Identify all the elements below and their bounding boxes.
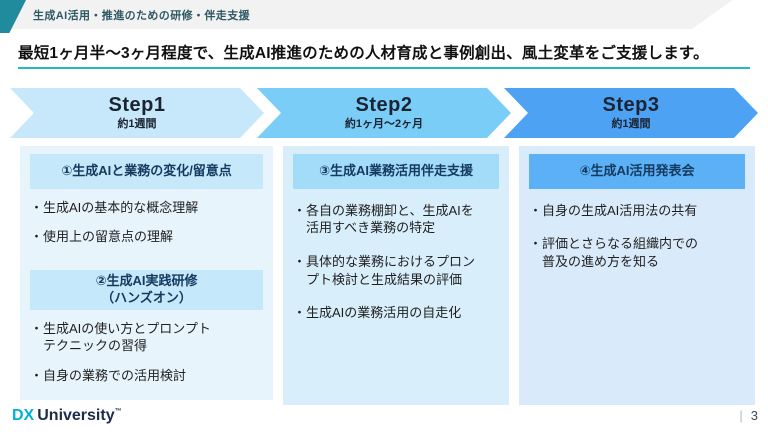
- slide-tag-title: 生成AI活用・推進のための研修・伴走支援: [33, 9, 250, 22]
- step3-duration: 約1週間: [611, 118, 651, 130]
- step2-bullet-1: ・各自の業務棚卸と、生成AIを 活用すべき業務の特定: [293, 202, 474, 236]
- step1-label: Step1: [108, 94, 166, 116]
- step1-bullet-2: ・使用上の留意点の理解: [30, 229, 174, 245]
- logo-university-text: University: [37, 407, 115, 424]
- program-2-header: ②生成AI実践研修 （ハンズオン）: [30, 269, 263, 310]
- program-4-header: ④生成AI活用発表会: [529, 154, 745, 189]
- step3-bullet-1: ・自身の生成AI活用法の共有: [529, 202, 698, 218]
- step3-bullet-2: ・評価とさらなる組織内での 普及の進め方を知る: [529, 236, 699, 269]
- step2-arrow: Step2 約1ヶ月〜2ヶ月: [257, 88, 511, 138]
- logo-trademark: ™: [114, 408, 122, 415]
- program-1-header: ①生成AIと業務の変化/留意点: [30, 154, 263, 189]
- step3-panel: ④生成AI活用発表会 ・自身の生成AI活用法の共有 ・評価とさらなる組織内での …: [519, 146, 755, 405]
- top-header-bar: 生成AI活用・推進のための研修・伴走支援: [0, 0, 733, 29]
- step1-panel: ①生成AIと業務の変化/留意点 ・生成AIの基本的な概念理解 ・使用上の留意点の…: [20, 146, 273, 400]
- step3-arrow: Step3 約1週間: [504, 88, 758, 138]
- page-number-separator: |: [739, 408, 743, 423]
- step2-duration: 約1ヶ月〜2ヶ月: [344, 118, 424, 130]
- step1-duration: 約1週間: [117, 118, 157, 130]
- step1-arrow: Step1 約1週間: [10, 88, 264, 138]
- step2-label: Step2: [355, 94, 413, 116]
- step1-bullet-1: ・生成AIの基本的な概念理解: [30, 199, 199, 215]
- step2-panel: ③生成AI業務活用伴走支援 ・各自の業務棚卸と、生成AIを 活用すべき業務の特定…: [283, 146, 509, 405]
- step3-label: Step3: [602, 94, 660, 116]
- headline: 最短1ヶ月半〜3ヶ月程度で、生成AI推進のための人材育成と事例創出、風土変革をご…: [18, 45, 709, 62]
- program-3-header: ③生成AI業務活用伴走支援: [293, 154, 499, 189]
- page-number-value: 3: [750, 408, 758, 423]
- step1-bullet-3: ・生成AIの使い方とプロンプト テクニックの習得: [30, 320, 211, 354]
- headline-underline: [18, 67, 750, 69]
- page-number: |3: [739, 408, 758, 423]
- step1-bullet-4: ・自身の業務での活用検討: [30, 367, 187, 383]
- step2-bullet-2: ・具体的な業務におけるプロン プト検討と生成結果の評価: [293, 253, 476, 287]
- logo-dx-text: DX: [12, 407, 35, 424]
- step2-bullet-3: ・生成AIの業務活用の自走化: [293, 305, 462, 321]
